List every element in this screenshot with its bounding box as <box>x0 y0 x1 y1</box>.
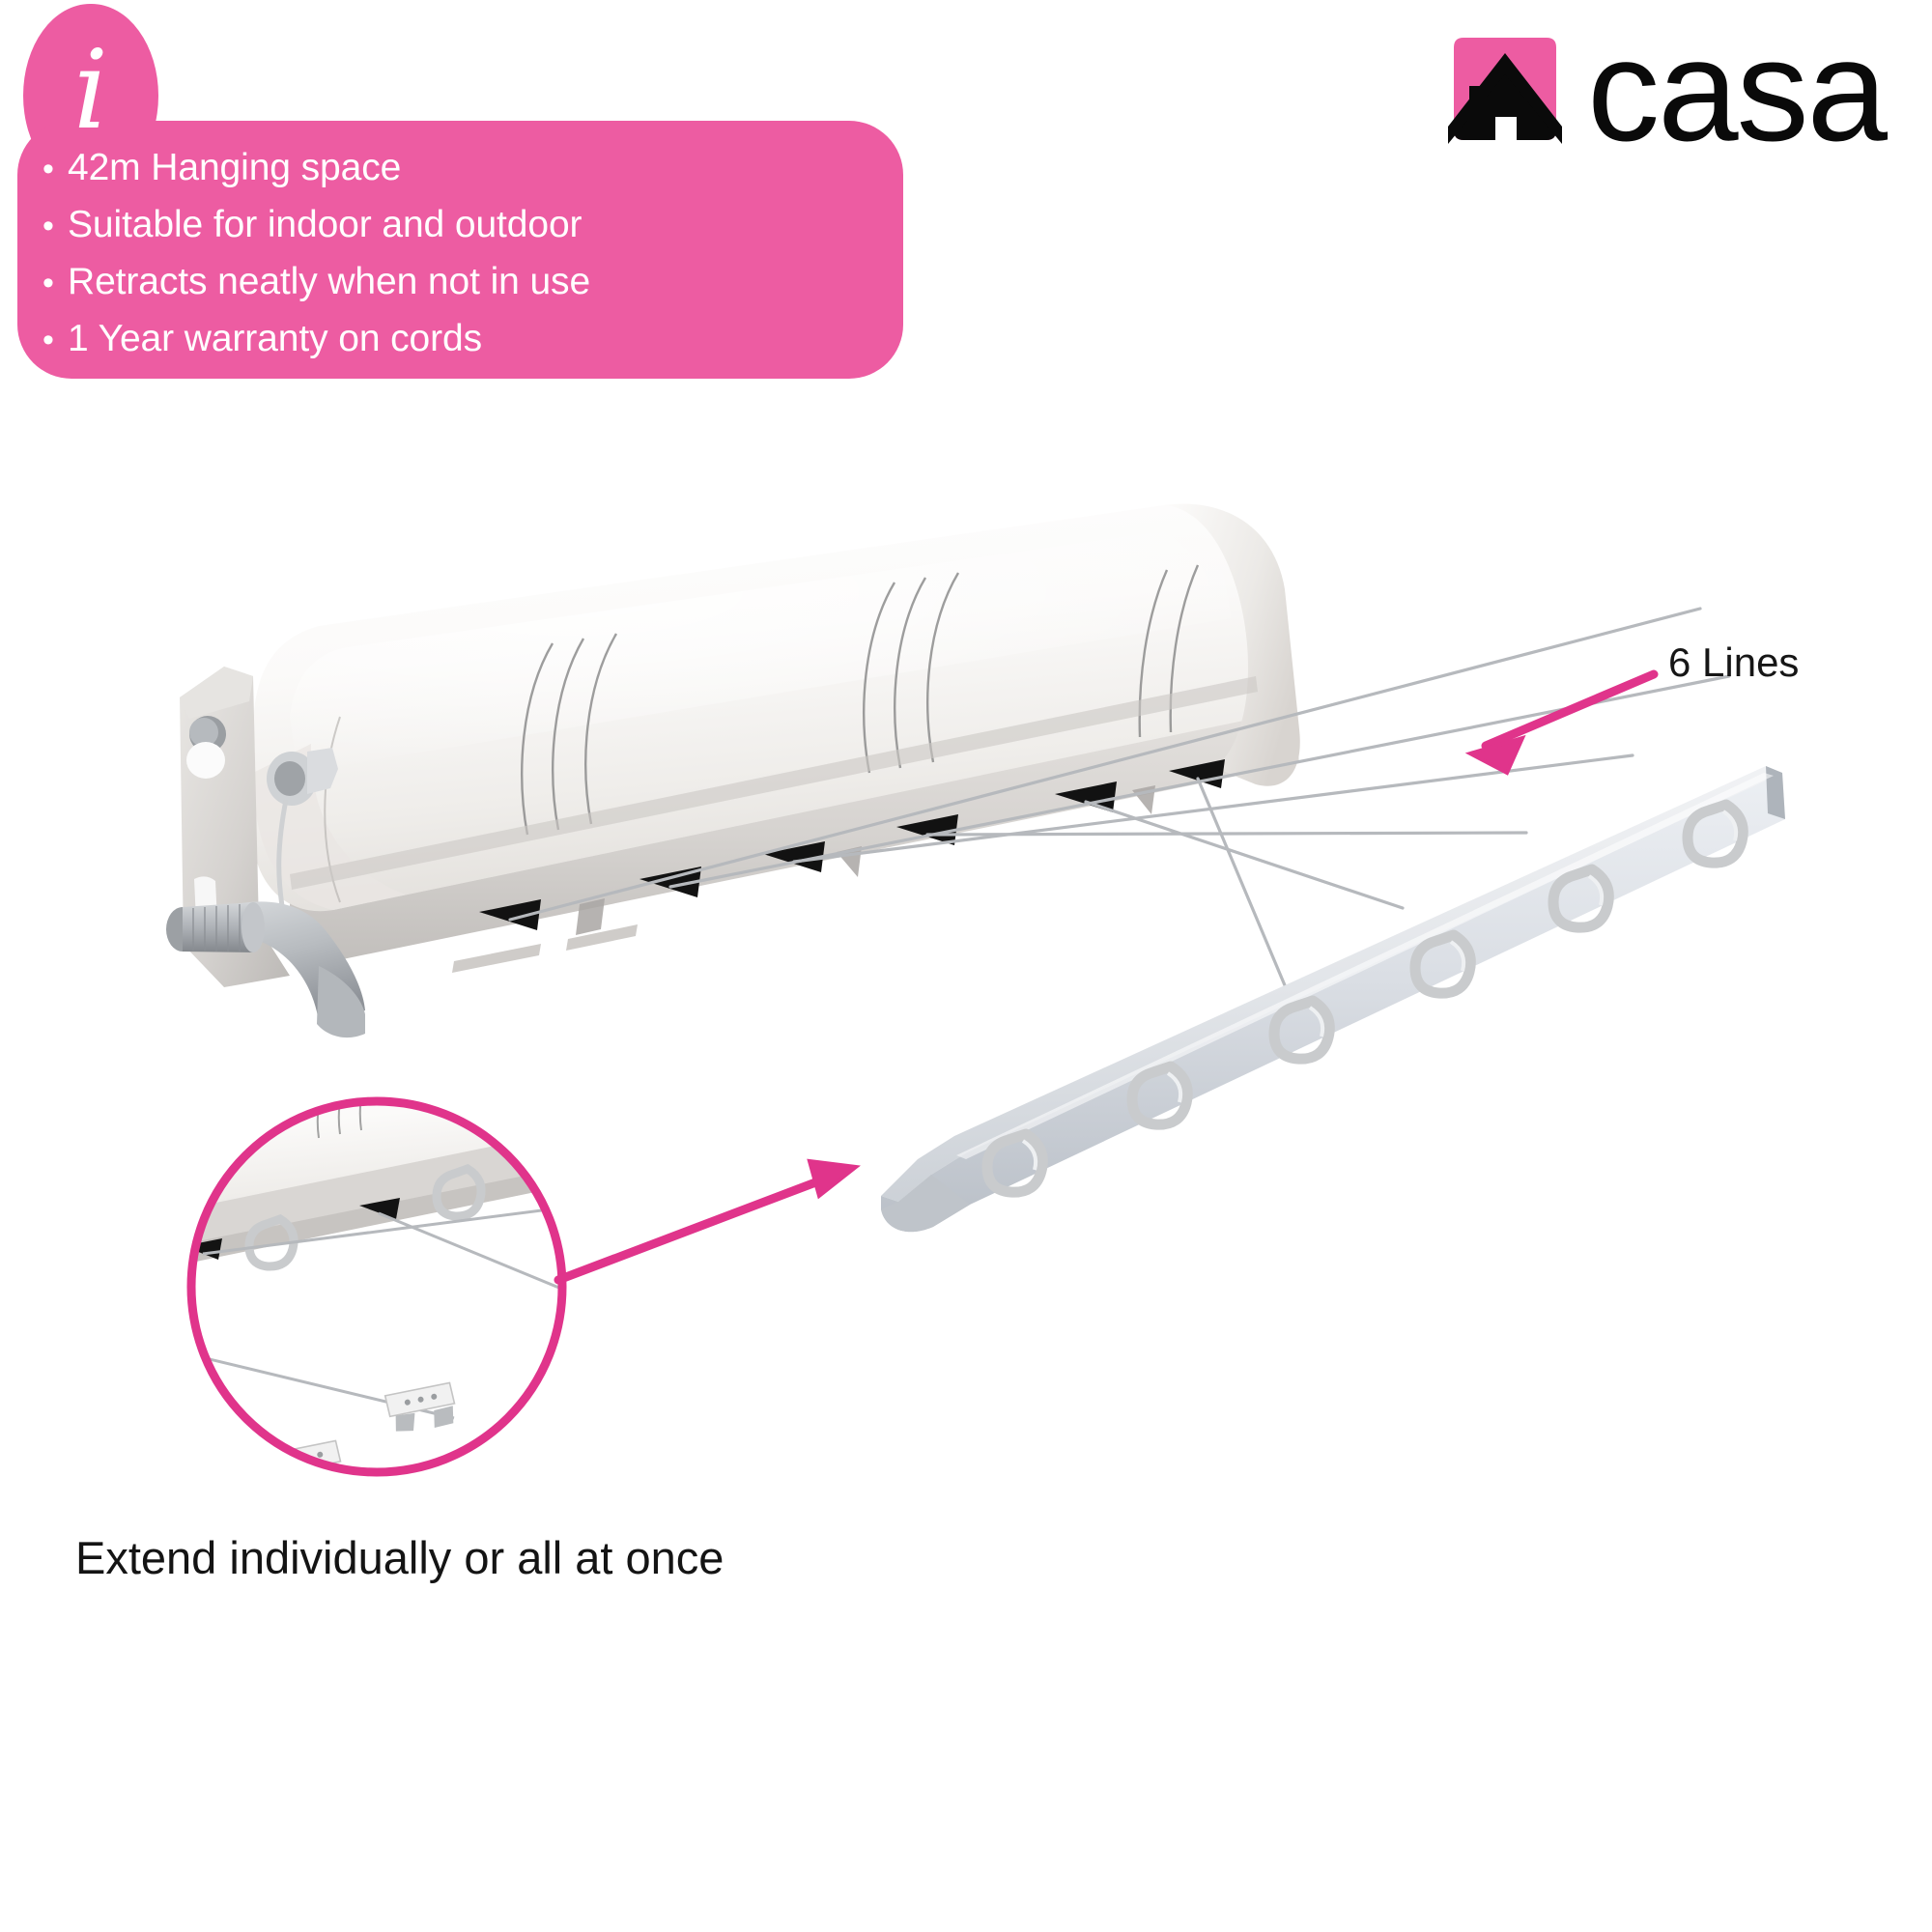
detail-zoom-circle <box>186 1096 567 1477</box>
hook-rings <box>981 799 1748 1198</box>
retractable-line-casing <box>253 503 1300 961</box>
bullet-text: 1 Year warranty on cords <box>68 318 483 359</box>
cord-exit-port <box>267 748 338 806</box>
hook-ring-highlights <box>1021 810 1739 1171</box>
list-item: • 1 Year warranty on cords <box>43 311 903 368</box>
hook-bar <box>881 766 1785 1233</box>
list-item: • Retracts neatly when not in use <box>43 254 903 311</box>
info-badge-panel <box>17 121 903 379</box>
handle-knob <box>166 902 265 952</box>
release-handle <box>166 901 365 1038</box>
line-exit-slots <box>452 759 1225 973</box>
casa-house-icon <box>1448 38 1563 144</box>
list-item: • 42m Hanging space <box>43 140 903 197</box>
casa-logo: casa <box>1442 9 1888 171</box>
bullet-marker: • <box>43 265 54 301</box>
list-item: • Suitable for indoor and outdoor <box>43 197 903 254</box>
lines-count-label: 6 Lines <box>1668 639 1800 685</box>
extend-caption: Extend individually or all at once <box>75 1532 724 1583</box>
bullet-marker: • <box>43 208 54 244</box>
bullet-text: 42m Hanging space <box>68 147 402 188</box>
bullet-marker: • <box>43 322 54 358</box>
bullet-text: Retracts neatly when not in use <box>68 261 591 302</box>
casa-wordmark: casa <box>1587 9 1888 171</box>
info-icon: i <box>73 28 108 154</box>
bullet-marker: • <box>43 151 54 187</box>
bullet-text: Suitable for indoor and outdoor <box>68 204 582 245</box>
feature-bullet-list: • 42m Hanging space • Suitable for indoo… <box>17 121 903 379</box>
